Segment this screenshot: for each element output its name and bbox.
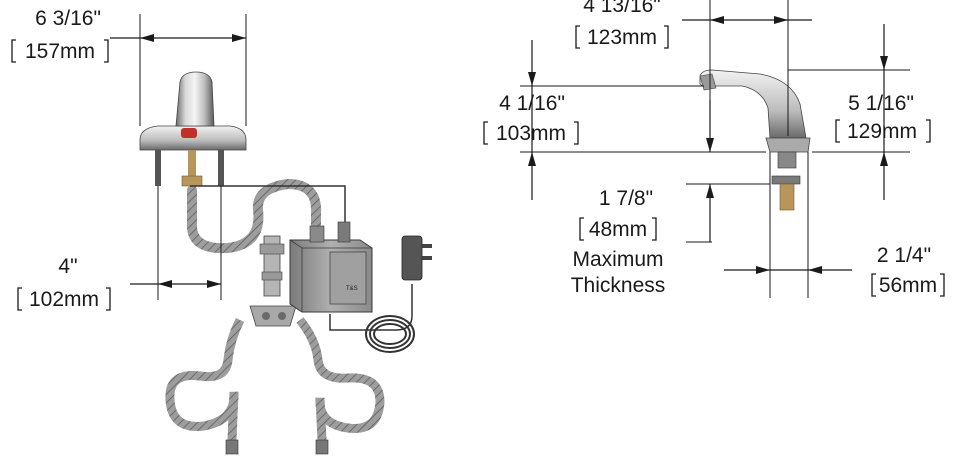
tee-fitting [249,235,297,327]
svg-text:T&S: T&S [346,286,358,292]
dimension-width-top: 6 3/16" 157mm [11,7,247,126]
spout-reach-imperial: 4 13/16" [583,0,661,17]
dimension-max-thickness: 1 7/8" 48mm Maximum Thickness [571,183,770,297]
base-width-imperial: 2 1/4" [877,244,931,267]
width-top-metric: 157mm [25,40,95,63]
shank-spacing-imperial: 4" [58,255,77,278]
overall-height-metric: 129mm [847,120,917,143]
supply-hoses [165,178,385,455]
max-thickness-imperial: 1 7/8" [599,187,653,210]
control-box: T&S [289,221,432,353]
base-width-metric: 56mm [879,274,937,297]
max-thickness-metric: 48mm [589,218,647,241]
dimension-overall-height: 5 1/16" 129mm [788,24,931,200]
faucet-side-view [699,69,811,211]
spout-height-metric: 103mm [496,122,566,145]
width-top-imperial: 6 3/16" [35,7,101,30]
overall-height-imperial: 5 1/16" [848,92,914,115]
sensor-window [181,128,197,138]
dimension-spout-reach: 4 13/16" 123mm [575,0,812,150]
faucet-front-view [139,71,247,187]
dimension-spout-height: 4 1/16" 103mm [483,40,766,200]
dimension-base-width: 2 1/4" 56mm [724,152,945,298]
spout-height-imperial: 4 1/16" [499,92,565,115]
shank-spacing-metric: 102mm [29,288,99,311]
spout-reach-metric: 123mm [587,26,657,49]
max-thickness-note-1: Maximum [572,248,663,271]
max-thickness-note-2: Thickness [571,274,666,297]
dimension-shank-spacing: 4" 102mm [17,186,222,311]
